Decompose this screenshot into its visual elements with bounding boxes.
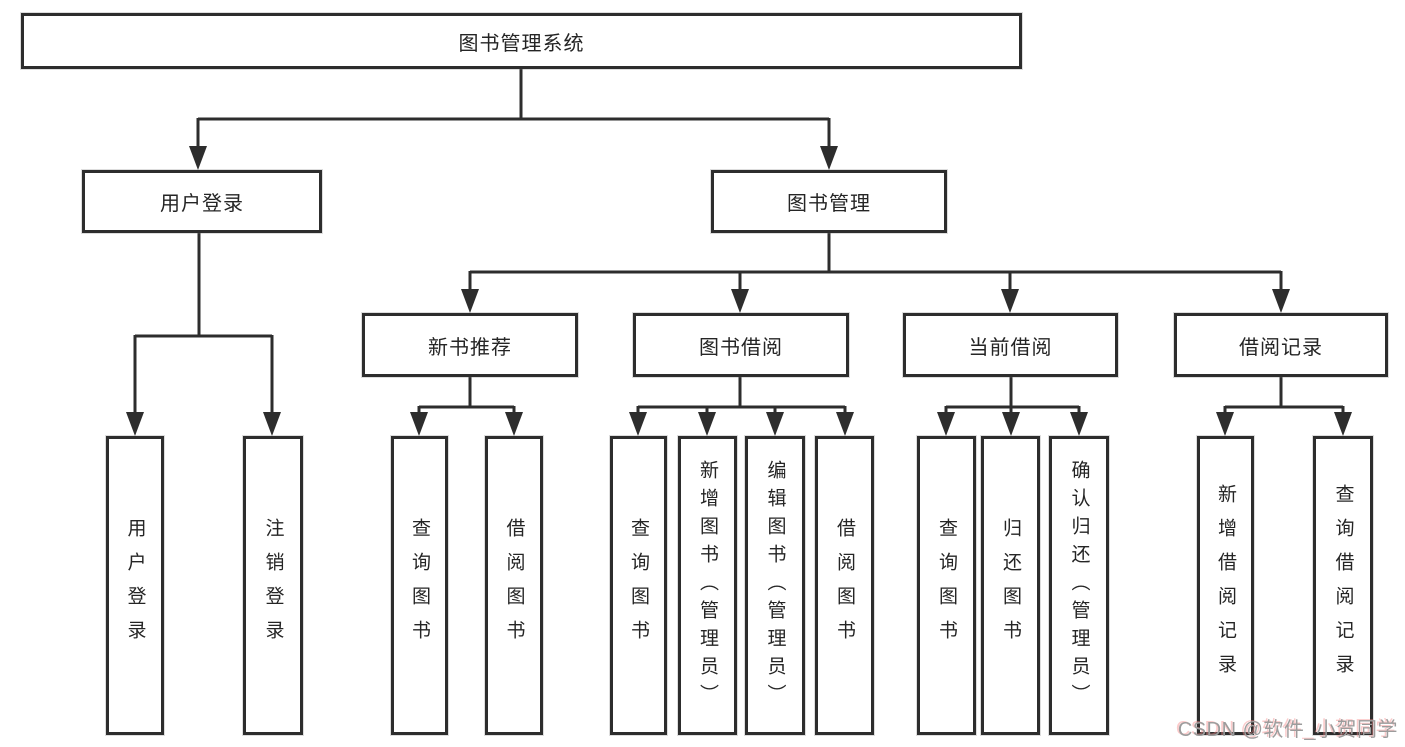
leaf-borrow-borrow-books: 借阅图书 [815, 436, 874, 735]
node-book-management: 图书管理 [711, 170, 947, 233]
node-root: 图书管理系统 [21, 13, 1022, 69]
leaf-records-query-record: 查询借阅记录 [1313, 436, 1373, 735]
node-new-book-recommend: 新书推荐 [362, 313, 578, 377]
leaf-current-query-books: 查询图书 [917, 436, 976, 735]
csdn-watermark: CSDN @软件_小贺同学 [1177, 719, 1398, 741]
arrow-down-icon [410, 412, 428, 436]
leaf-logout: 注销登录 [243, 436, 303, 735]
leaf-recommend-borrow-books: 借阅图书 [485, 436, 543, 735]
arrow-down-icon [263, 412, 281, 436]
arrow-down-icon [461, 289, 479, 313]
arrow-down-icon [189, 146, 207, 170]
leaf-borrow-edit-books-admin: 编辑图书（管理员） [745, 436, 805, 735]
arrow-down-icon [1334, 412, 1352, 436]
node-book-borrow: 图书借阅 [633, 313, 849, 377]
connector-borrow-to-leaves [636, 377, 847, 420]
connector-records-to-leaves [1223, 377, 1345, 420]
arrow-down-icon [629, 412, 647, 436]
arrow-down-icon [1070, 412, 1088, 436]
arrow-down-icon [126, 412, 144, 436]
arrow-down-icon [937, 412, 955, 436]
arrow-down-icon [820, 146, 838, 170]
node-borrow-records: 借阅记录 [1174, 313, 1388, 377]
leaf-current-return-books: 归还图书 [981, 436, 1040, 735]
node-user-login: 用户登录 [82, 170, 322, 233]
arrow-down-icon [1002, 412, 1020, 436]
connector-mgmt-to-level3 [468, 233, 1283, 297]
arrow-down-icon [698, 412, 716, 436]
arrow-down-icon [1001, 289, 1019, 313]
node-current-borrow: 当前借阅 [903, 313, 1118, 377]
arrow-down-icon [731, 289, 749, 313]
arrow-down-icon [836, 412, 854, 436]
leaf-records-add-record: 新增借阅记录 [1197, 436, 1254, 735]
arrow-down-icon [505, 412, 523, 436]
connector-login-to-leaves [133, 233, 274, 420]
leaf-current-confirm-return-admin: 确认归还（管理员） [1049, 436, 1109, 735]
arrow-down-icon [766, 412, 784, 436]
connector-root-to-level2 [196, 69, 831, 152]
leaf-recommend-query-books: 查询图书 [391, 436, 448, 735]
leaf-borrow-add-books-admin: 新增图书（管理员） [678, 436, 737, 735]
leaf-borrow-query-books: 查询图书 [610, 436, 667, 735]
arrow-down-icon [1272, 289, 1290, 313]
leaf-user-login: 用户登录 [106, 436, 164, 735]
connector-current-to-leaves [944, 377, 1081, 420]
arrow-down-icon [1216, 412, 1234, 436]
connector-recommend-to-leaves [417, 377, 516, 420]
